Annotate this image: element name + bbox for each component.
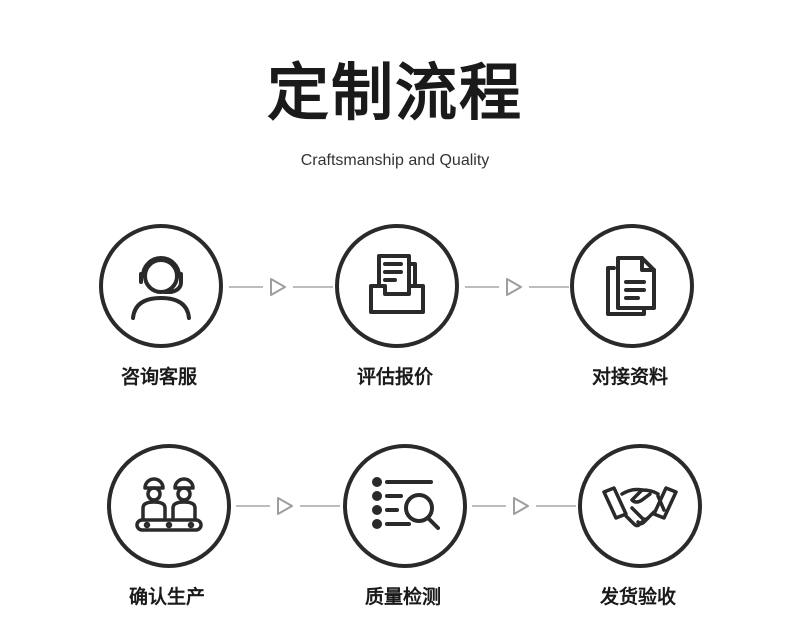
list-search-icon: [372, 477, 440, 530]
handshake-icon: [602, 486, 678, 528]
step-quote: 评估报价: [306, 224, 486, 394]
step-production: 确认生产: [78, 444, 258, 614]
customer-service-icon: [131, 256, 191, 320]
arrow-connector: [472, 494, 576, 518]
step-label: 对接资料: [591, 366, 668, 388]
step-consult: 咨询客服: [70, 224, 250, 394]
step-circle: [343, 444, 467, 568]
step-label: 发货验收: [599, 586, 676, 608]
step-circle: [335, 224, 459, 348]
files-icon: [606, 256, 656, 316]
step-circle: [107, 444, 231, 568]
document-tray-icon: [369, 254, 425, 314]
step-materials: 对接资料: [541, 224, 721, 394]
workers-production-icon: [135, 477, 203, 532]
step-delivery: 发货验收: [549, 444, 729, 614]
page-subtitle: Craftsmanship and Quality: [300, 152, 490, 169]
step-inspection: 质量检测: [314, 444, 494, 614]
step-label: 咨询客服: [120, 366, 197, 388]
arrow-connector: [229, 275, 333, 299]
step-circle: [578, 444, 702, 568]
page-title: 定制流程: [266, 56, 523, 129]
step-circle: [570, 224, 694, 348]
arrow-connector: [236, 494, 340, 518]
step-circle: [99, 224, 223, 348]
step-label: 确认生产: [128, 586, 205, 608]
step-label: 评估报价: [356, 366, 433, 388]
step-label: 质量检测: [364, 586, 441, 608]
arrow-connector: [465, 275, 569, 299]
